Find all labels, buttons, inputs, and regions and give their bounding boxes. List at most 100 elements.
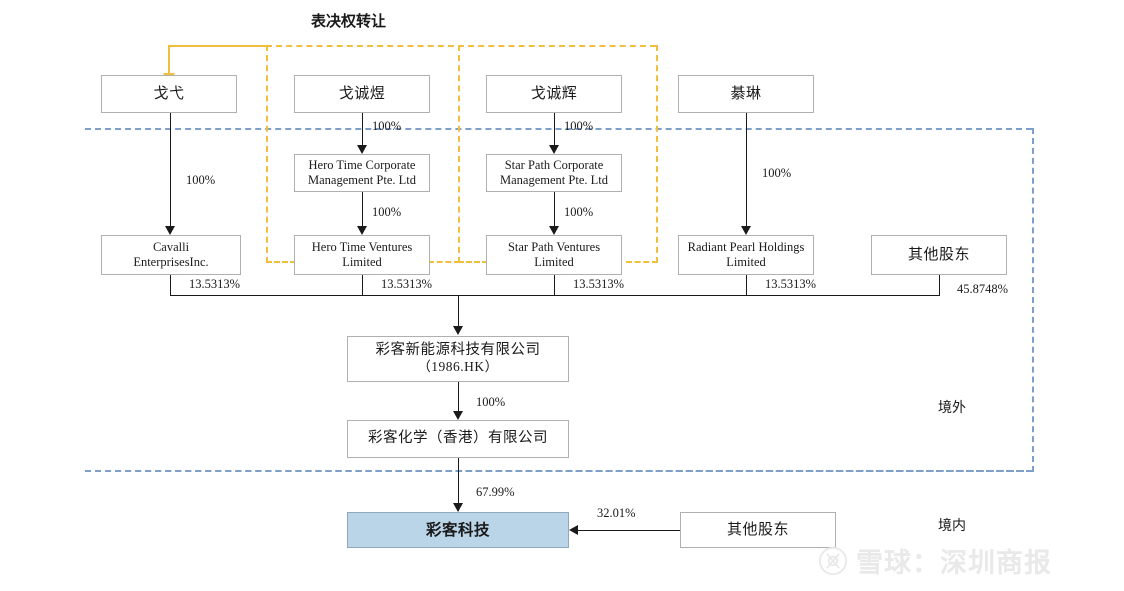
entity-box-ge-chengyu[interactable]: 戈诚煜 (294, 75, 430, 113)
entity-label: 綦琳 (730, 84, 762, 103)
watermark-text: 雪球：深圳商报 (856, 548, 1052, 579)
entity-box-cavalli[interactable]: Cavalli EnterprisesInc. (101, 235, 241, 275)
entity-label: 彩客科技 (425, 520, 490, 539)
edge-arrowhead-icon (549, 145, 559, 154)
edge-radiant-down (746, 275, 747, 295)
edge-label-star-corp-ventures: 100% (564, 205, 594, 219)
entity-label-line2: Limited (534, 255, 574, 269)
entity-box-other-shareholders-onshore[interactable]: 其他股东 (680, 512, 836, 548)
yellow-group-left-bottom (266, 261, 296, 263)
edge-cavalli-down (170, 275, 171, 295)
edge-qilin-to-radiant (746, 113, 747, 226)
edge-label-others-offshore-stake: 45.8748% (957, 282, 1009, 296)
entity-label-line2: EnterprisesInc. (133, 255, 209, 269)
edge-label-hero-ventures-stake: 13.5313% (381, 277, 433, 291)
yellow-group-left-edge (266, 45, 268, 263)
entity-box-hero-time-ventures[interactable]: Hero Time Ventures Limited (294, 235, 430, 275)
yellow-group-right-bottom-right (626, 261, 658, 263)
edge-arrowhead-icon (549, 226, 559, 235)
edge-others-onshore-to-target (578, 530, 680, 531)
edge-ge-chenghui-to-star-corp (554, 113, 555, 145)
edge-label-ge-yi-cavalli: 100% (186, 173, 216, 187)
entity-label: 彩客新能源科技有限公司 （1986.HK） (348, 342, 568, 376)
edge-arrowhead-icon (357, 145, 367, 154)
entity-label-line2: Limited (726, 255, 766, 269)
entity-box-ge-chenghui[interactable]: 戈诚辉 (486, 75, 622, 113)
edge-label-cavalli-stake: 13.5313% (189, 277, 241, 291)
entity-label-line2: Management Pte. Ltd (308, 173, 416, 187)
edge-others-offshore-down (939, 275, 940, 295)
edge-star-corp-to-star-ventures (554, 192, 555, 226)
entity-label: 戈弋 (153, 84, 185, 103)
entity-box-caike-chemical-hk[interactable]: 彩客化学（香港）有限公司 (347, 420, 569, 458)
edge-arrowhead-icon (357, 226, 367, 235)
edge-bus-to-listco (458, 295, 459, 326)
edge-star-ventures-down (554, 275, 555, 295)
edge-ge-yi-to-cavalli (170, 113, 171, 226)
offshore-region-bottom-border (85, 470, 1032, 472)
edge-label-ge-chenghui-star: 100% (564, 119, 594, 133)
edge-label-qilin-radiant: 100% (762, 166, 792, 180)
entity-box-hero-time-corp[interactable]: Hero Time Corporate Management Pte. Ltd (294, 154, 430, 192)
entity-label: Star Path Corporate Management Pte. Ltd (487, 158, 621, 188)
yellow-group-right-bottom (458, 261, 488, 263)
shareholder-bus-line (170, 295, 940, 296)
edge-arrowhead-icon (453, 326, 463, 335)
entity-label-line2: Limited (342, 255, 382, 269)
entity-box-star-path-ventures[interactable]: Star Path Ventures Limited (486, 235, 622, 275)
entity-label: 戈诚辉 (530, 84, 578, 103)
snowball-logo-icon (818, 546, 848, 575)
entity-label: Star Path Ventures Limited (487, 240, 621, 270)
voting-transfer-spine-dashed (266, 45, 656, 47)
edge-label-listco-hk-sub: 100% (476, 395, 506, 409)
edge-hero-corp-to-hero-ventures (362, 192, 363, 226)
entity-label: Radiant Pearl Holdings Limited (679, 240, 813, 270)
entity-label-line1: Star Path Corporate (504, 158, 604, 173)
edge-label-star-ventures-stake: 13.5313% (573, 277, 625, 291)
entity-label: 彩客化学（香港）有限公司 (368, 430, 548, 447)
entity-label-line2: （1986.HK） (417, 359, 499, 374)
entity-label-line1: Hero Time Ventures (311, 240, 413, 255)
entity-box-star-path-corp[interactable]: Star Path Corporate Management Pte. Ltd (486, 154, 622, 192)
entity-label: 戈诚煜 (338, 84, 386, 103)
entity-label: Hero Time Corporate Management Pte. Ltd (295, 158, 429, 188)
edge-ge-chengyu-to-hero-corp (362, 113, 363, 145)
entity-box-caike-technology[interactable]: 彩客科技 (347, 512, 569, 548)
yellow-group-mid-edge (458, 45, 460, 263)
entity-label: 其他股东 (907, 245, 970, 264)
edge-arrowhead-icon (569, 525, 578, 535)
edge-arrowhead-icon (165, 226, 175, 235)
edge-listco-to-hk-sub (458, 382, 459, 411)
edge-hero-ventures-down (362, 275, 363, 295)
entity-box-radiant-pearl[interactable]: Radiant Pearl Holdings Limited (678, 235, 814, 275)
entity-box-other-shareholders-offshore[interactable]: 其他股东 (871, 235, 1007, 275)
region-label-offshore: 境外 (938, 400, 966, 416)
offshore-region-top-border (85, 128, 1032, 130)
edge-arrowhead-icon (741, 226, 751, 235)
entity-label-line1: Star Path Ventures (507, 240, 601, 255)
entity-label-line2: Management Pte. Ltd (500, 173, 608, 187)
entity-label: 其他股东 (726, 520, 789, 539)
voting-transfer-drop-line (168, 45, 170, 75)
yellow-group-right-edge (656, 45, 658, 263)
voting-transfer-spine-solid (168, 45, 268, 47)
entity-label: Cavalli EnterprisesInc. (102, 240, 240, 270)
entity-label-line1: Cavalli (152, 240, 190, 255)
edge-label-hero-corp-ventures: 100% (372, 205, 402, 219)
region-label-onshore: 境内 (938, 518, 966, 534)
edge-label-others-onshore-stake: 32.01% (597, 506, 636, 520)
entity-box-qi-lin[interactable]: 綦琳 (678, 75, 814, 113)
edge-arrowhead-icon (453, 503, 463, 512)
entity-label-line1: Hero Time Corporate (308, 158, 416, 173)
edge-label-ge-chengyu-hero: 100% (372, 119, 402, 133)
watermark: 雪球：深圳商报 (818, 541, 1052, 580)
entity-box-ge-yi[interactable]: 戈弋 (101, 75, 237, 113)
yellow-group-left-bottom-right (428, 261, 460, 263)
entity-label-line1: Radiant Pearl Holdings (687, 240, 805, 255)
edge-label-radiant-stake: 13.5313% (765, 277, 817, 291)
edge-arrowhead-icon (453, 411, 463, 420)
entity-label-line1: 彩客新能源科技有限公司 (375, 341, 541, 358)
entity-label: Hero Time Ventures Limited (295, 240, 429, 270)
entity-box-caike-new-energy[interactable]: 彩客新能源科技有限公司 （1986.HK） (347, 336, 569, 382)
